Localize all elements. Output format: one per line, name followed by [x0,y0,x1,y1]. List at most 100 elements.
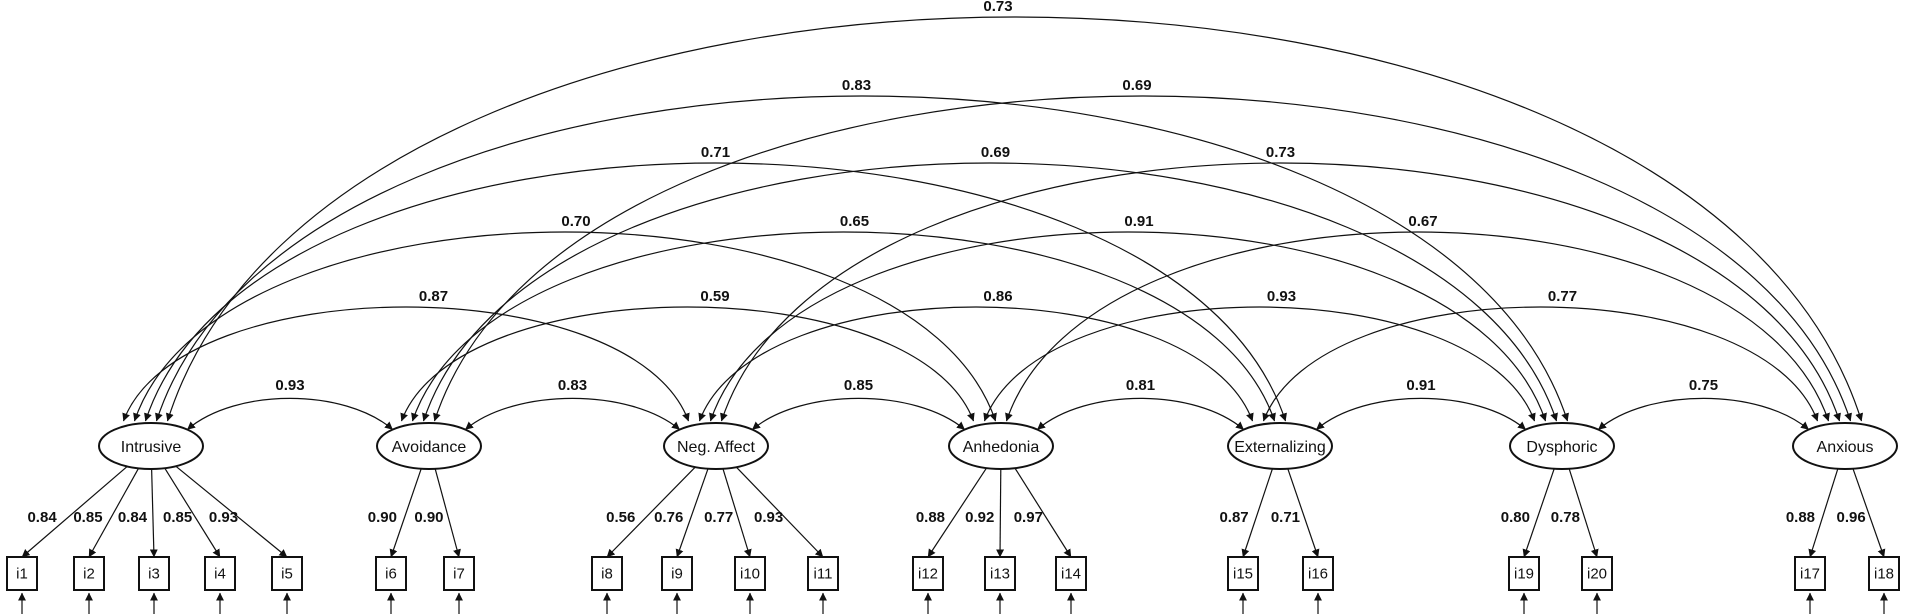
loading-label-i6: 0.90 [368,509,397,526]
correlation-label-anhedonia-dysphoric: 0.93 [1267,288,1296,305]
correlation-arc-dysphoric-anxious [1598,397,1809,430]
correlation-arc-anhedonia-anxious [1005,231,1830,422]
loading-arrow-i4 [164,467,221,558]
item-label-i3: i3 [148,566,160,583]
correlation-label-intrusive-avoidance: 0.93 [275,377,304,394]
correlation-label-avoidance-dysphoric: 0.69 [981,144,1010,161]
correlation-arc-negaffect-anxious [720,162,1841,422]
item-box-i13 [984,556,1016,591]
correlation-label-intrusive-externalizing: 0.71 [701,144,730,161]
correlation-arc-intrusive-externalizing [144,162,1287,422]
loading-label-i2: 0.85 [73,509,102,526]
correlation-label-anhedonia-anxious: 0.67 [1408,213,1437,230]
item-label-i20: i20 [1587,566,1607,583]
item-box-i7 [443,556,475,591]
item-label-i15: i15 [1233,566,1253,583]
item-box-i20 [1581,556,1613,591]
item-box-i4 [204,556,236,591]
item-box-i5 [271,556,303,591]
item-box-i14 [1055,556,1087,591]
correlation-arc-avoidance-dysphoric [422,162,1558,422]
loading-arrow-i17 [1808,468,1839,558]
item-label-i8: i8 [601,566,613,583]
correlation-label-negaffect-anxious: 0.73 [1266,144,1295,161]
factor-ellipse-anxious [1792,422,1898,470]
item-label-i12: i12 [918,566,938,583]
loading-label-i9: 0.76 [654,509,683,526]
item-label-i14: i14 [1061,566,1081,583]
loading-label-i16: 0.71 [1271,509,1300,526]
loading-label-i15: 0.87 [1219,509,1248,526]
item-label-i16: i16 [1308,566,1328,583]
loading-label-i7: 0.90 [414,509,443,526]
correlation-arc-avoidance-negaffect [465,397,680,430]
correlation-arc-intrusive-dysphoric [155,95,1569,422]
item-box-i6 [375,556,407,591]
correlation-label-intrusive-dysphoric: 0.83 [842,77,871,94]
item-label-i6: i6 [385,566,397,583]
item-label-i18: i18 [1874,566,1894,583]
item-box-i1 [6,556,38,591]
correlation-label-externalizing-dysphoric: 0.91 [1406,377,1435,394]
correlation-label-avoidance-anxious: 0.69 [1122,77,1151,94]
correlation-arc-avoidance-anhedonia [400,306,975,422]
loading-label-i1: 0.84 [27,509,57,526]
loading-label-i5: 0.93 [209,509,238,526]
loading-label-i8: 0.56 [606,509,635,526]
loading-label-i12: 0.88 [916,509,945,526]
item-label-i2: i2 [83,566,95,583]
factor-ellipse-negaffect [663,422,769,470]
item-label-i13: i13 [990,566,1010,583]
loading-arrow-i9 [675,468,709,558]
correlation-label-avoidance-externalizing: 0.65 [840,213,869,230]
factor-label-anxious: Anxious [1817,439,1874,456]
item-label-i1: i1 [16,566,28,583]
correlation-arc-intrusive-negaffect [122,306,690,422]
loading-arrow-i18 [1852,468,1886,558]
loading-arrow-i11 [735,466,824,558]
loading-arrow-i8 [606,466,696,558]
item-box-i3 [138,556,170,591]
loading-arrow-i16 [1287,468,1320,558]
factor-label-avoidance: Avoidance [392,439,467,456]
loading-arrow-i5 [175,465,288,558]
loading-label-i20: 0.78 [1551,509,1580,526]
correlation-arc-externalizing-anxious [1262,306,1819,422]
correlation-label-avoidance-negaffect: 0.83 [558,377,587,394]
correlation-label-avoidance-anhedonia: 0.59 [700,288,729,305]
correlation-label-anhedonia-externalizing: 0.81 [1126,377,1155,394]
loading-label-i10: 0.77 [704,509,733,526]
loading-label-i14: 0.97 [1014,509,1043,526]
loading-label-i3: 0.84 [118,509,148,526]
correlation-arc-intrusive-anxious [165,16,1864,422]
item-box-i11 [807,556,839,591]
item-label-i5: i5 [281,566,293,583]
loading-arrow-i15 [1241,468,1273,558]
correlation-arc-negaffect-externalizing [698,306,1254,422]
correlation-label-dysphoric-anxious: 0.75 [1689,377,1718,394]
correlation-label-intrusive-negaffect: 0.87 [419,288,448,305]
loading-arrow-i2 [88,468,140,558]
item-box-i12 [912,556,944,591]
factor-ellipse-externalizing [1227,422,1333,470]
item-box-i9 [661,556,693,591]
factor-ellipse-avoidance [376,422,482,470]
loading-arrow-i20 [1568,468,1599,558]
item-box-i17 [1794,556,1826,591]
item-box-i18 [1868,556,1900,591]
factor-loadings: 0.84 0.85 0.84 0.85 0.93 0.90 0.90 0.56 0.76 0.77… [21,465,1886,558]
loading-label-i4: 0.85 [163,509,192,526]
factor-label-dysphoric: Dysphoric [1526,439,1597,456]
correlation-label-negaffect-dysphoric: 0.91 [1124,213,1153,230]
item-box-i2 [73,556,105,591]
correlation-arc-negaffect-anhedonia [752,397,965,430]
item-label-i11: i11 [814,566,833,583]
factor-label-externalizing: Externalizing [1234,439,1326,456]
loading-label-i18: 0.96 [1836,509,1865,526]
item-label-i7: i7 [453,566,465,583]
loading-arrow-i3 [149,468,158,558]
correlation-label-negaffect-anhedonia: 0.85 [844,377,873,394]
